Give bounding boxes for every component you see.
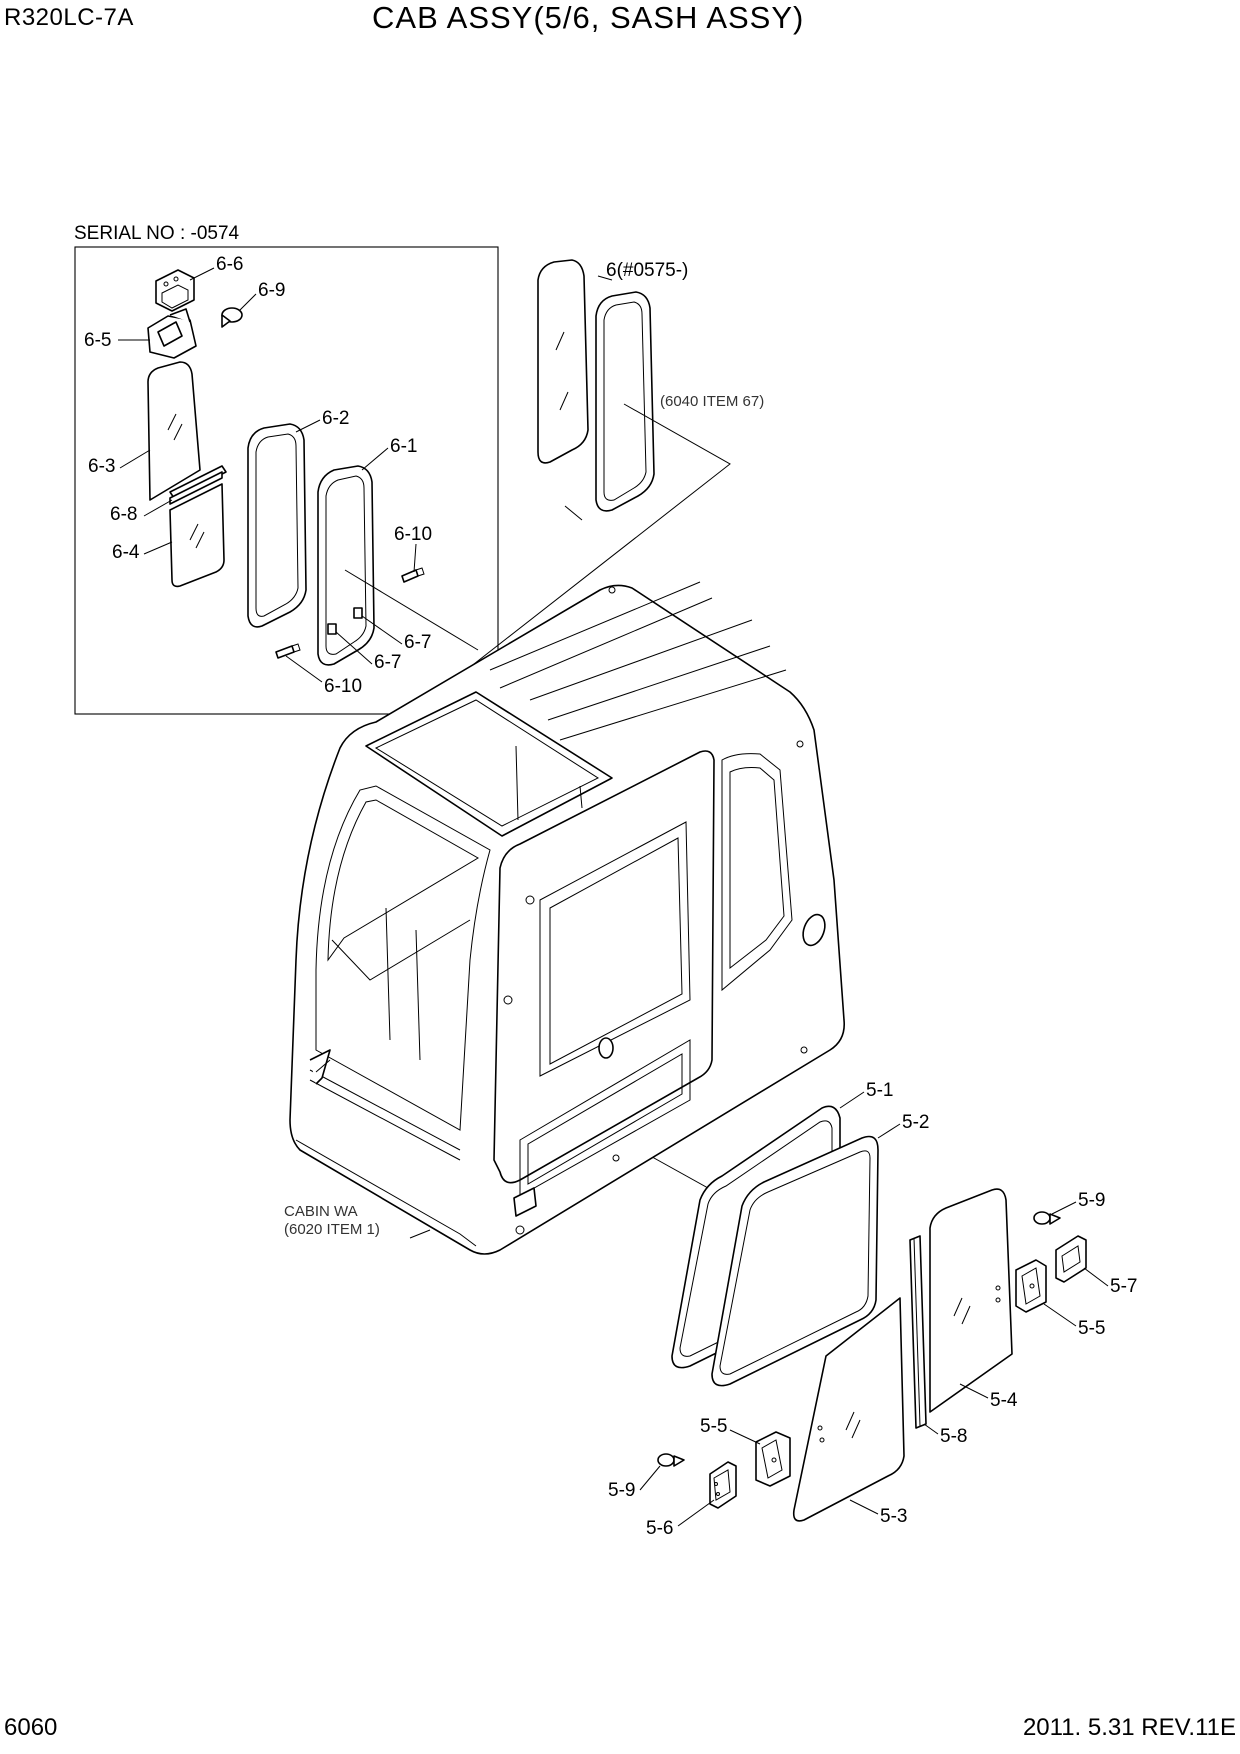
- part-5-5-latch-b: [755, 1431, 791, 1487]
- part-5-2: [711, 1135, 879, 1387]
- label-5-3: 5-3: [880, 1506, 907, 1527]
- label-6-8: 6-8: [110, 504, 137, 525]
- inset-frame: [74, 246, 499, 715]
- label-5-6: 5-6: [646, 1518, 673, 1539]
- label-5-5-left: 5-5: [700, 1416, 727, 1437]
- part-5-4: [929, 1188, 1013, 1413]
- model-name: R320LC-7A: [4, 4, 134, 31]
- cabin-note-line1: CABIN WA: [284, 1203, 358, 1220]
- label-5-4: 5-4: [990, 1390, 1018, 1411]
- label-6-10-top: 6-10: [394, 524, 432, 545]
- label-5-8: 5-8: [940, 1426, 967, 1447]
- page-number: 6060: [4, 1714, 58, 1741]
- label-5-5-right: 5-5: [1078, 1318, 1105, 1339]
- part-5-5-latch-a: [1015, 1259, 1047, 1313]
- label-5-2: 5-2: [902, 1112, 929, 1133]
- ref-6040-note: (6040 ITEM 67): [660, 393, 764, 410]
- label-6: 6(#0575-): [606, 260, 688, 281]
- label-6-9: 6-9: [258, 280, 285, 301]
- cabin-note-line2: (6020 ITEM 1): [284, 1221, 380, 1238]
- part-6-10-screw-a: [401, 567, 425, 583]
- label-6-4: 6-4: [112, 542, 140, 563]
- part-6-1: [317, 465, 375, 666]
- part-5-9-pin-b: [657, 1453, 685, 1467]
- part-5-9-pin-a: [1033, 1211, 1061, 1225]
- label-6-7-lower: 6-7: [374, 652, 401, 673]
- part-5-3: [792, 1297, 905, 1522]
- part-6-2: [247, 423, 307, 628]
- part-6-frame: [595, 291, 655, 512]
- part-5-7: [1055, 1235, 1087, 1283]
- label-6-10-bottom: 6-10: [324, 676, 362, 697]
- part-5-6: [709, 1461, 737, 1509]
- cabin-body: [289, 581, 846, 1255]
- part-6-5: [147, 308, 197, 359]
- part-6-glass: [537, 259, 589, 464]
- label-6-7-upper: 6-7: [404, 632, 431, 653]
- label-6-1: 6-1: [390, 436, 417, 457]
- label-5-9-top: 5-9: [1078, 1190, 1105, 1211]
- part-6-6: [155, 269, 195, 312]
- label-5-9-bottom: 5-9: [608, 1480, 635, 1501]
- part-6-10-screw-b: [275, 643, 301, 659]
- part-6-4: [169, 483, 225, 588]
- page-title: CAB ASSY(5/6, SASH ASSY): [372, 0, 805, 35]
- part-5-8: [909, 1235, 927, 1429]
- part-6-9: [221, 307, 243, 328]
- label-5-7: 5-7: [1110, 1276, 1137, 1297]
- part-6-8: [169, 465, 227, 505]
- callout-labels: 6-6 6-9 6-5 6-3 6-2 6-1 6-8 6-4 6-10 6-7…: [84, 254, 1137, 1539]
- label-6-6: 6-6: [216, 254, 243, 275]
- label-6-2: 6-2: [322, 408, 349, 429]
- label-6-3: 6-3: [88, 456, 115, 477]
- label-6-5: 6-5: [84, 330, 111, 351]
- label-5-1: 5-1: [866, 1080, 893, 1101]
- part-6-3: [147, 361, 201, 501]
- serial-label: SERIAL NO : -0574: [74, 223, 240, 244]
- revision-date: 2011. 5.31 REV.11E: [1022, 1714, 1236, 1741]
